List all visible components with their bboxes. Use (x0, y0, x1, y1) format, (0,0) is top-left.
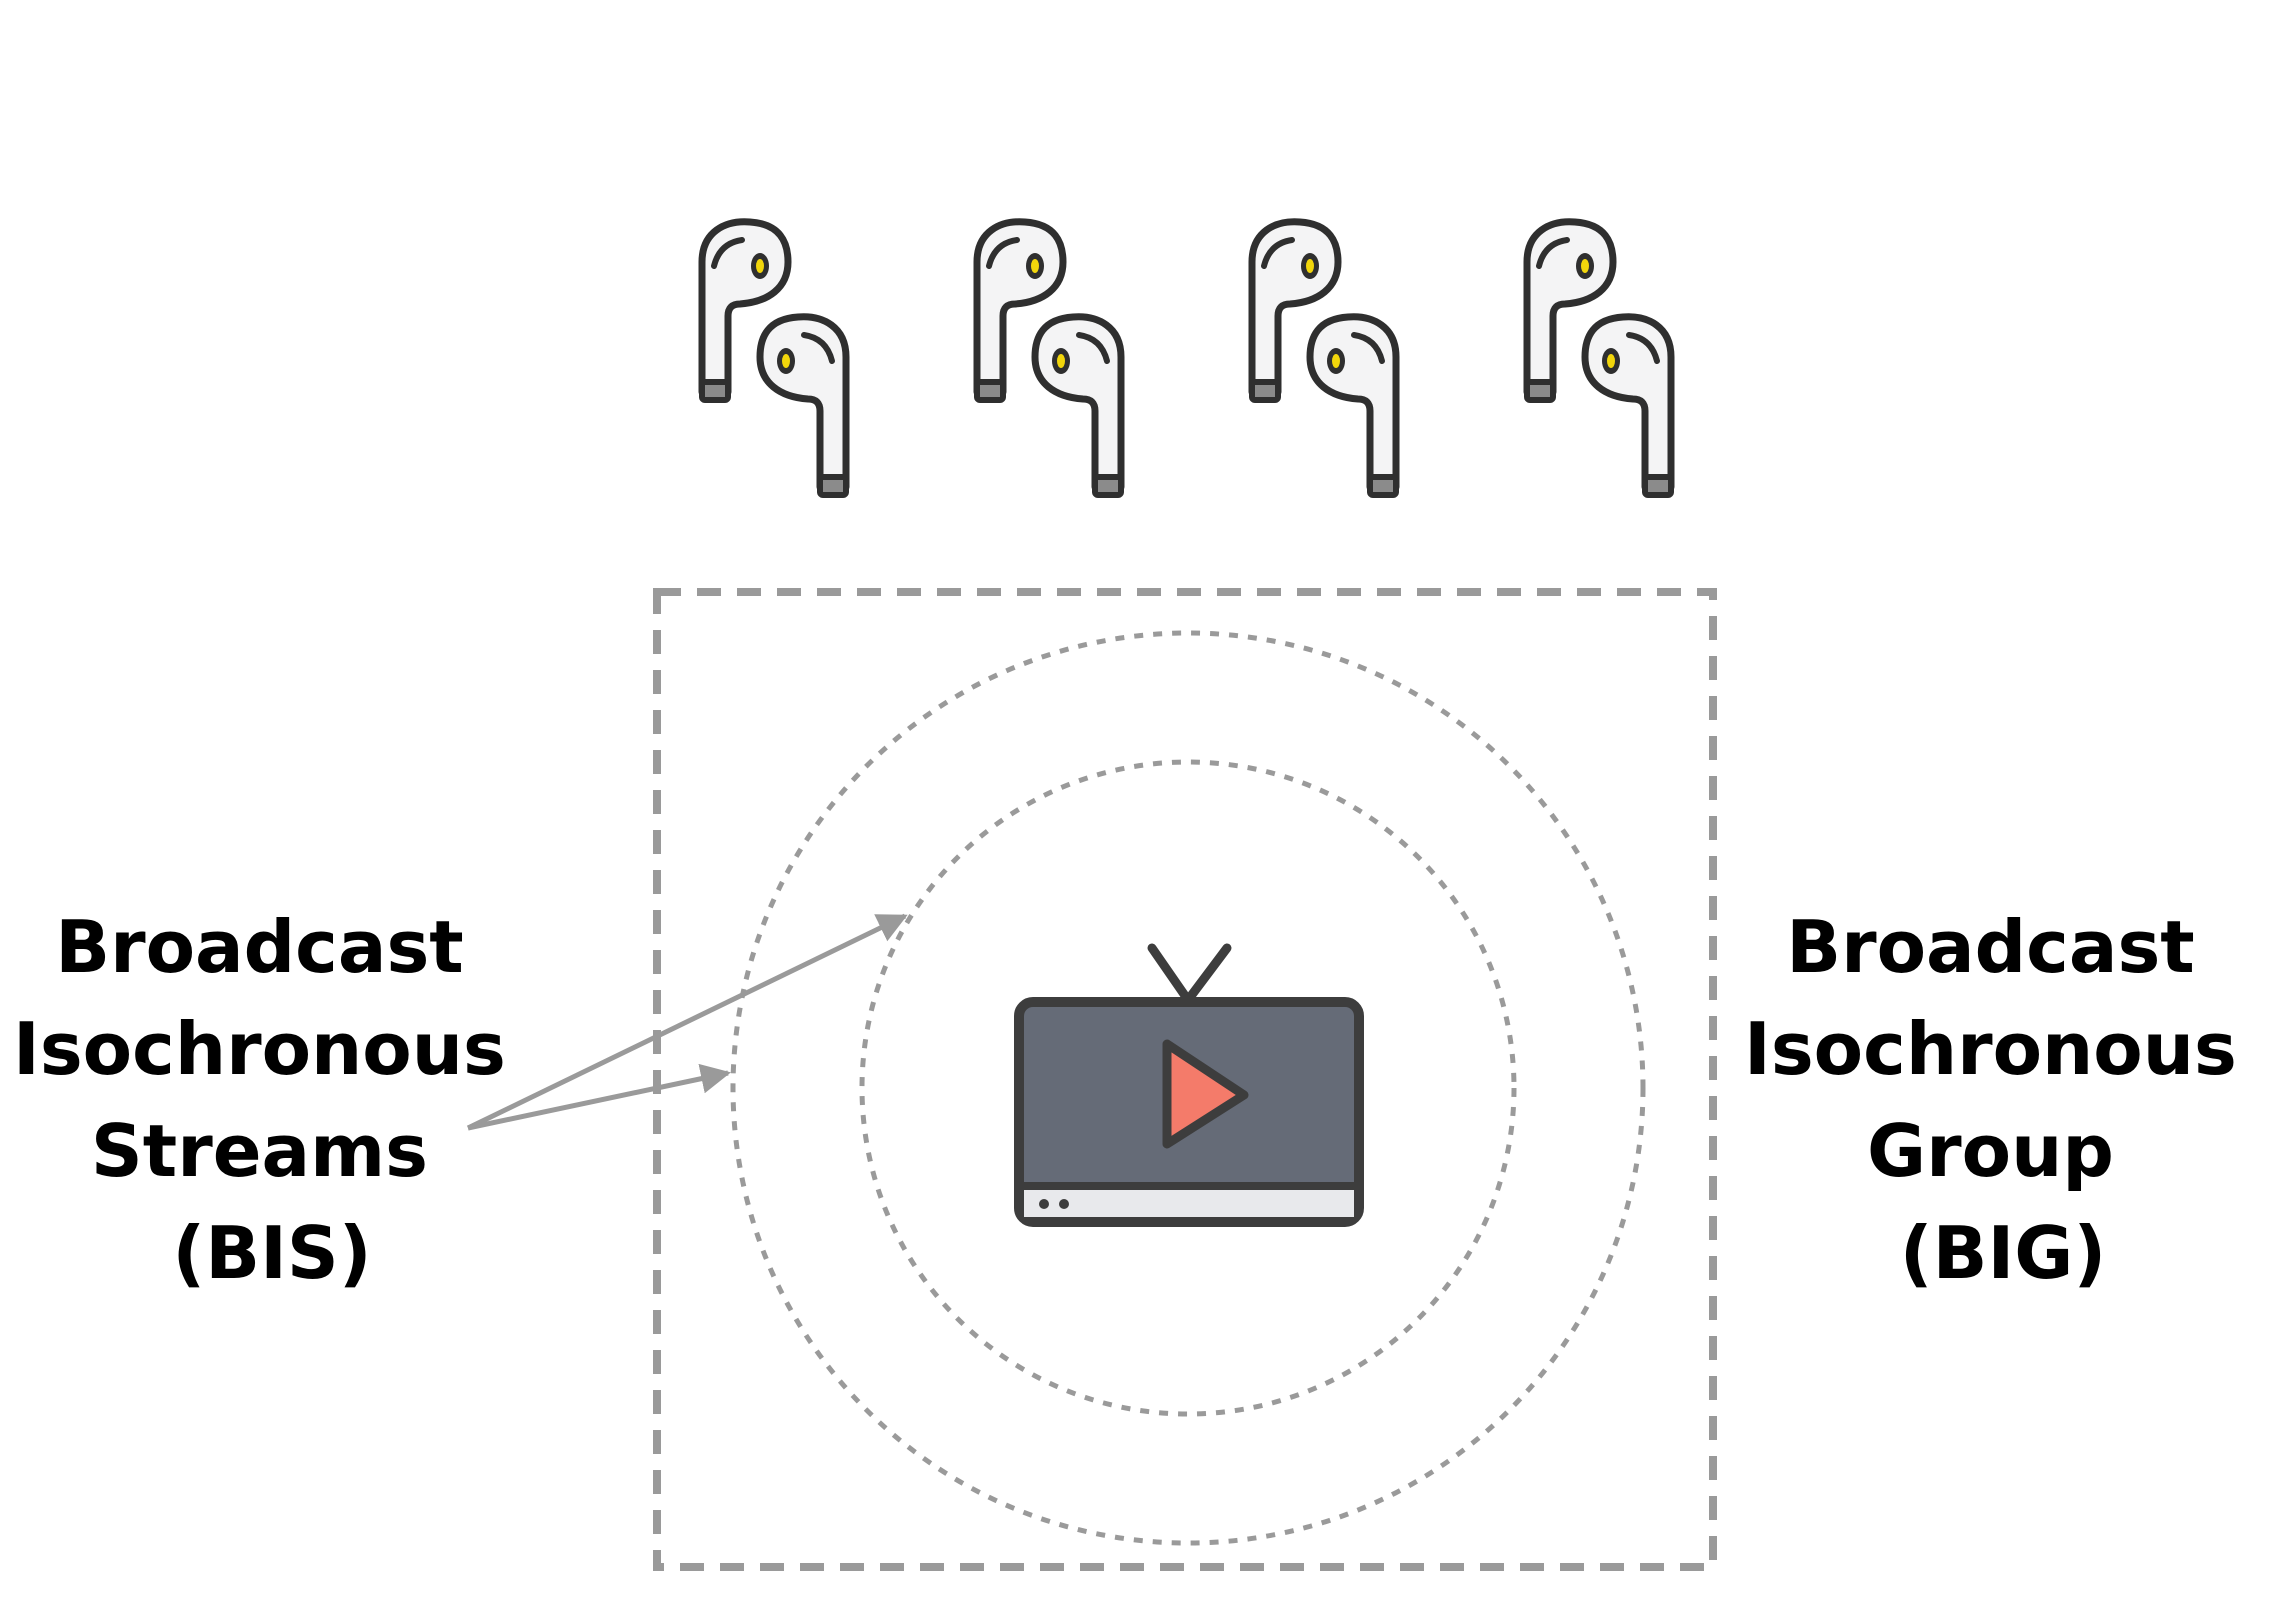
earbuds-icon (1252, 222, 1396, 495)
receivers-row (702, 222, 1671, 495)
arrow-to-outer-ring (467, 1063, 731, 1131)
bis-label: Broadcast Isochronous Streams (BIS) (13, 905, 531, 1295)
play-icon (1162, 1039, 1249, 1149)
earbuds-icon (1527, 222, 1671, 495)
big-label: Broadcast Isochronous Group (BIG) (1744, 905, 2262, 1295)
earbuds-icon (702, 222, 846, 495)
arrow-to-inner-ring (466, 913, 908, 1131)
earbuds-icon (977, 222, 1121, 495)
bis-ring-outer (730, 630, 1646, 1546)
bis-ring-inner (859, 759, 1517, 1417)
tv-play-icon (1014, 943, 1364, 1227)
bis-pointer-arrows (466, 913, 908, 1131)
big-boundary (653, 588, 1717, 1571)
